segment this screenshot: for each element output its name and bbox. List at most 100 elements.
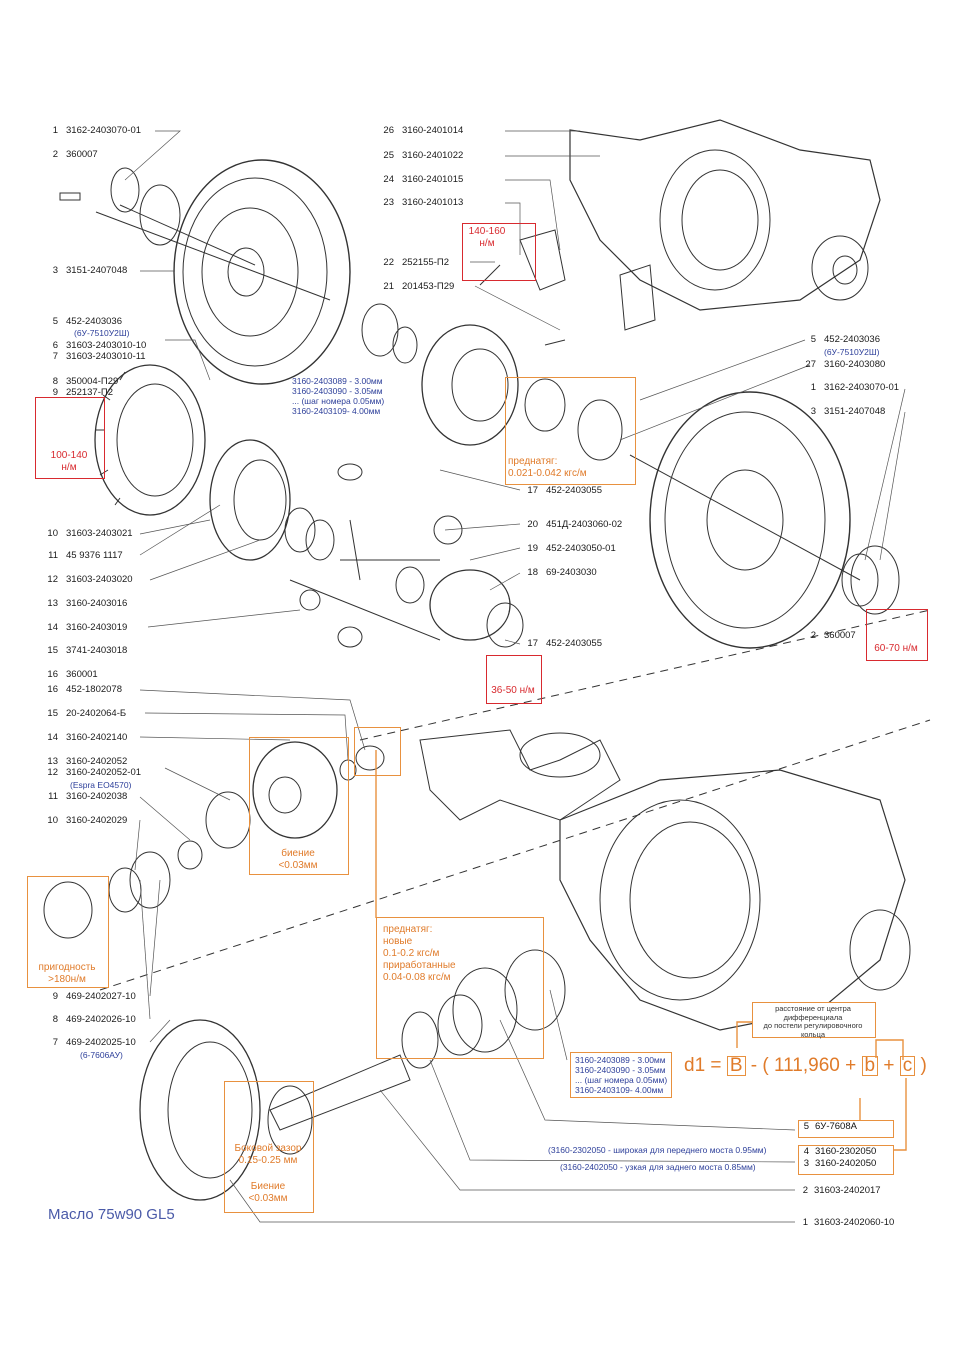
shim-list-bottom: 3160-2403089 - 3.00мм 3160-2403090 - 3.0… <box>570 1052 673 1098</box>
note-distance: расстояние от центра дифференциала до по… <box>763 1004 863 1039</box>
shim-item: 3160-2403109- 4.00мм <box>292 406 381 416</box>
ring-gear-left <box>94 364 206 516</box>
torque-label-60: 60-70 н/м <box>874 643 918 654</box>
part-sublabel: (Espra EO4570) <box>70 780 132 790</box>
note-box-distance <box>752 1002 876 1038</box>
formula-B-box: B <box>726 1056 746 1076</box>
brake-drum-right <box>629 391 900 649</box>
ring-gear-bottom <box>139 1019 411 1201</box>
formula-d1: d1 = B - ( 111,960 + b + c ) <box>684 1055 927 1076</box>
torque-box-100 <box>35 397 105 479</box>
diff-housing-left <box>209 439 316 561</box>
shim-note-front: (3160-2302050 - широкая для переднего мо… <box>548 1145 767 1155</box>
note-preload-pinion: преднатяг: новые 0.1-0.2 кгс/м приработа… <box>383 924 456 983</box>
axle-housing-bottom <box>99 609 931 1031</box>
note-box-nut <box>354 727 401 776</box>
note-runout-flange: биение<0.03мм <box>278 848 318 871</box>
shim-item: 3160-2403089 - 3.00мм <box>292 376 383 386</box>
pinion-assembly <box>43 741 385 939</box>
differential-center <box>289 264 623 648</box>
note-box-preload-pinion <box>376 917 544 1059</box>
hub-flange-left <box>59 167 181 246</box>
part-sublabel: (6У-7510У2Ш) <box>824 347 880 357</box>
note-preload-diff: преднатяг:0.021-0.042 кгс/м <box>508 456 587 479</box>
part-sublabel: (6У-7510У2Ш) <box>74 328 130 338</box>
note-box-preload-diff <box>505 377 636 485</box>
shim-item: ... (шаг номера 0.05мм) <box>575 1075 668 1085</box>
torque-box-140 <box>462 223 536 281</box>
brake-drum-left <box>95 159 351 385</box>
torque-box-60 <box>866 609 928 661</box>
formula-b-box: b <box>861 1056 879 1076</box>
shim-item: 3160-2403090 - 3.05мм <box>292 386 383 396</box>
axle-housing-top <box>519 119 881 331</box>
torque-label-36: 36-50 н/м <box>491 685 535 696</box>
shim-item: 3160-2403109- 4.00мм <box>575 1085 664 1095</box>
shim-note-rear: (3160-2402050 - узкая для заднего моста … <box>560 1162 756 1172</box>
torque-box-36 <box>486 655 542 704</box>
leader-lines <box>124 130 906 1223</box>
part-sublabel: (6-7606АУ) <box>80 1050 123 1060</box>
formula-c-box: c <box>899 1056 916 1076</box>
note-fitness: пригодность>180н/м <box>38 962 96 985</box>
shim-item: ... (шаг номера 0.05мм) <box>292 396 385 406</box>
shim-item: 3160-2403089 - 3.00мм <box>575 1055 666 1065</box>
pinion-bearings <box>401 949 566 1069</box>
note-runout-gear: Биение<0.03мм <box>248 1181 288 1204</box>
shim-list-top: 3160-2403089 - 3.00мм 3160-2403090 - 3.0… <box>292 376 384 416</box>
shim-item: 3160-2403090 - 3.05мм <box>575 1065 666 1075</box>
oil-spec: Масло 75w90 GL5 <box>48 1206 175 1223</box>
note-box-fitness <box>27 876 109 988</box>
note-box-runout-flange <box>249 737 349 875</box>
note-box-side-clearance <box>224 1081 314 1213</box>
